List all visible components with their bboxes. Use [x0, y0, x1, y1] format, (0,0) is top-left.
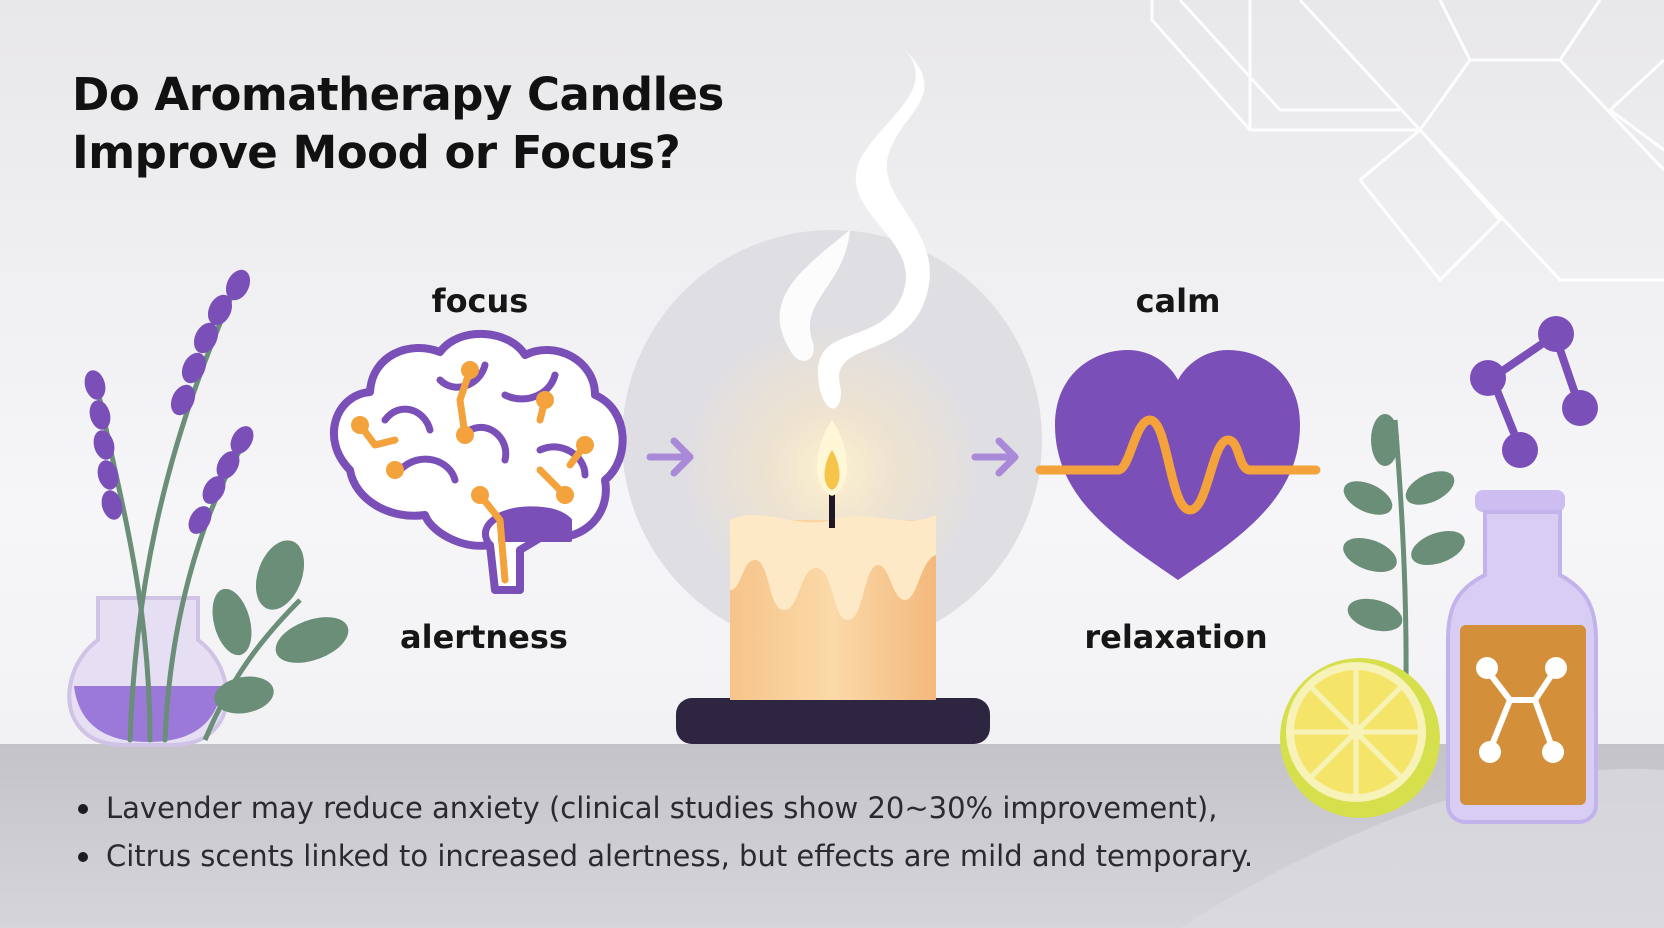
- eucalyptus-sprig-icon: [202, 540, 349, 741]
- geometric-pattern-icon: [1150, 0, 1664, 283]
- label-calm: calm: [1135, 282, 1221, 320]
- list-item: Lavender may reduce anxiety (clinical st…: [72, 784, 1253, 832]
- title-line-2: Improve Mood or Focus?: [72, 126, 681, 179]
- arrow-right-icon: [971, 437, 1019, 477]
- lemon-slice-icon: [1280, 658, 1440, 818]
- label-relaxation: relaxation: [1084, 618, 1268, 656]
- bullet-list: Lavender may reduce anxiety (clinical st…: [72, 784, 1253, 880]
- title-line-1: Do Aromatherapy Candles: [72, 68, 724, 121]
- label-focus: focus: [431, 282, 529, 320]
- molecule-icon: [1470, 316, 1598, 468]
- page-title: Do Aromatherapy Candles Improve Mood or …: [72, 66, 724, 182]
- list-item: Citrus scents linked to increased alertn…: [72, 832, 1253, 880]
- label-alertness: alertness: [400, 618, 568, 656]
- lavender-vase-icon: [67, 269, 254, 748]
- heart-pulse-icon: [1035, 350, 1321, 580]
- smoke-icon: [817, 50, 930, 409]
- candle-icon: [676, 420, 990, 744]
- brain-icon: [330, 329, 627, 594]
- arrow-right-icon: [646, 437, 694, 477]
- oil-bottle-icon: [1446, 490, 1598, 824]
